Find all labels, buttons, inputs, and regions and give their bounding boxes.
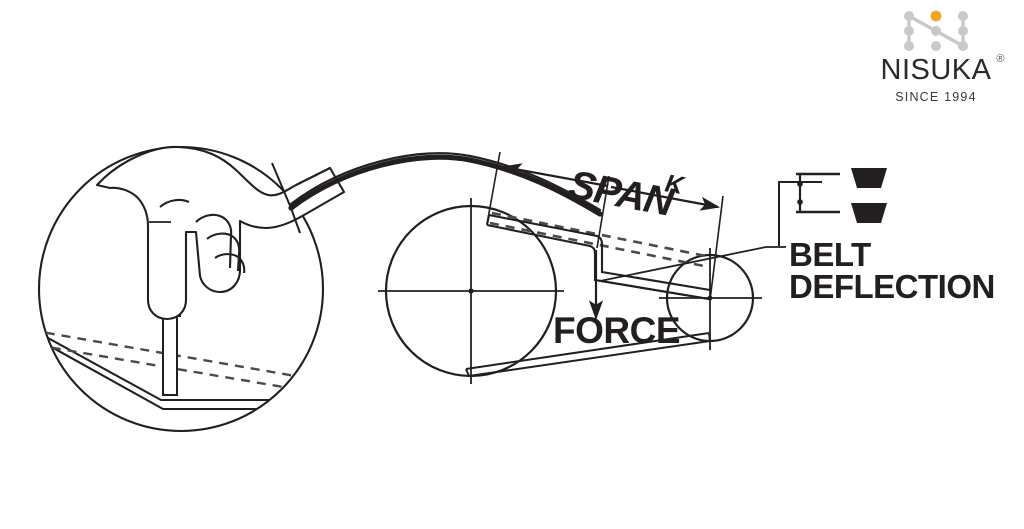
belt-undeflected-dashed	[489, 211, 707, 268]
label-belt-deflection-line1: BELT	[789, 236, 871, 273]
magnified-detail-circle	[37, 145, 346, 433]
accent-dot	[930, 10, 942, 22]
brand-tagline: SINCE 1994	[895, 90, 977, 104]
brand-name-row: NISUKA ®	[880, 53, 1005, 86]
span-dimension	[486, 151, 724, 301]
nisuka-dot-grid-logo-icon	[904, 10, 968, 51]
label-belt-deflection-line2: DEFLECTION	[789, 268, 995, 305]
hand-holding-gauge	[95, 145, 346, 321]
label-span: SPAN	[565, 163, 678, 226]
label-force: FORCE	[553, 310, 680, 351]
belt-deflection-leader	[599, 246, 786, 282]
brand-name: NISUKA	[880, 54, 992, 86]
label-k: K	[663, 169, 688, 200]
registered-trademark-icon: ®	[996, 53, 1005, 65]
belt-lower-run	[465, 332, 711, 377]
deflection-caliper-bracket	[778, 172, 840, 246]
v-belt-cross-section-pair	[851, 168, 887, 223]
magnifier-leader-curve	[271, 152, 603, 234]
brand-logo-block: NISUKA ® SINCE 1994	[876, 8, 1005, 104]
magnifier-belt-undeflected-dashed	[39, 328, 323, 398]
large-pulley	[378, 198, 564, 384]
